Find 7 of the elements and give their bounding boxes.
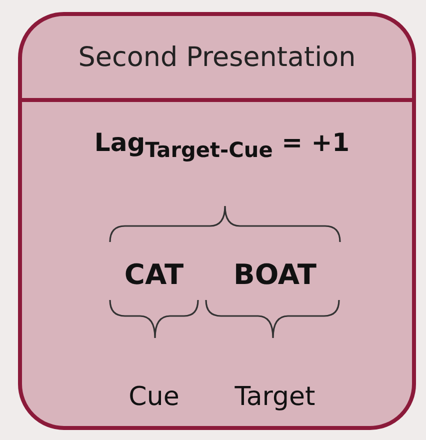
word-label: BOAT (234, 258, 316, 291)
role-label: Cue (128, 382, 180, 412)
formula-text: Lag$_{Target-Cue}$ = +1 (94, 128, 350, 162)
word-label: CAT (124, 258, 184, 291)
rounded-panel (18, 12, 416, 430)
role-label: Target (234, 382, 316, 412)
panel-heading: Second Presentation (22, 16, 412, 102)
